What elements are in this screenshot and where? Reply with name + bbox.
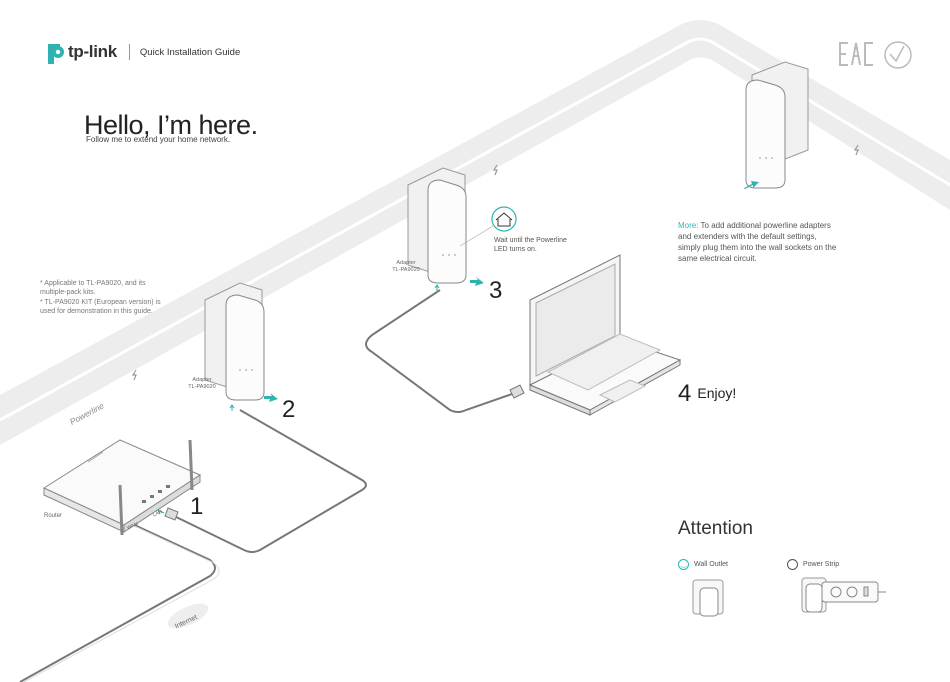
brand-header: tp-link Quick Installation Guide <box>40 42 240 62</box>
hero-title: Hello, I’m here. <box>84 110 258 140</box>
more-info: More: To add additional powerline adapte… <box>678 220 838 264</box>
smile-icon: ‿ <box>678 559 689 570</box>
guide-title: Quick Installation Guide <box>139 46 241 58</box>
more-text: To add additional powerline adapters and… <box>678 221 837 263</box>
wait-led-note: Wait until the Powerline LED turns on. <box>494 237 567 253</box>
arrow-icon <box>157 181 759 515</box>
step-4: 4 Enjoy! <box>678 380 736 408</box>
ethernet-cable-2 <box>365 289 516 413</box>
power-strip-label: Power Strip <box>803 561 840 568</box>
router-label: Router <box>44 513 63 519</box>
more-prefix: More: <box>678 221 699 230</box>
laptop-illustration <box>528 254 682 416</box>
wall-outlet-label: Wall Outlet <box>694 561 728 568</box>
brand-divider <box>128 44 130 60</box>
adapter-2-label: Adapter TL-PA9020 <box>392 260 420 273</box>
lightning-icon <box>853 144 859 156</box>
step-4-number: 4 <box>678 380 692 407</box>
note-demo: * TL-PA9020 KIT (European version) is us… <box>40 299 161 315</box>
attention-title: Attention <box>678 518 753 539</box>
eac-mark <box>839 42 873 66</box>
internet-cable-shadow <box>23 524 220 682</box>
tp-link-logo <box>48 44 64 64</box>
compliance-mark <box>884 41 912 69</box>
step-2-number: 2 <box>282 396 296 423</box>
ethernet-cable-1 <box>171 409 367 553</box>
power-strip-illustration <box>801 577 886 613</box>
brand-name: tp-link <box>68 42 117 61</box>
home-icon <box>459 206 517 247</box>
ethernet-plug-1 <box>164 507 179 521</box>
note-applicable: * Applicable to TL-PA9020, and its multi… <box>40 280 146 296</box>
router-illustration <box>42 439 202 536</box>
frown-icon: ⁀ <box>787 559 798 570</box>
enjoy-label: Enjoy! <box>697 385 737 401</box>
adapter-2-illustration <box>407 167 467 284</box>
wall-outlet-item: ‿ Wall Outlet <box>678 559 728 570</box>
lightning-icon <box>131 369 137 381</box>
lightning-icon <box>492 164 498 176</box>
hero-subtitle: Follow me to extend your home network. <box>86 135 231 144</box>
adapter-3-illustration <box>745 61 809 189</box>
step-1-number: 1 <box>190 493 204 520</box>
ethernet-plug-2 <box>509 384 525 399</box>
internet-cable <box>19 521 216 682</box>
wall-outlet-illustration <box>692 579 724 617</box>
adapter-1-label: Adapter TL-PA9020 <box>188 377 216 390</box>
power-strip-item: ⁀ Power Strip <box>787 559 839 570</box>
adapter-1-illustration <box>204 282 265 401</box>
step-3-number: 3 <box>489 277 503 304</box>
powerline-band <box>0 20 950 445</box>
internet-cloud <box>167 603 209 629</box>
